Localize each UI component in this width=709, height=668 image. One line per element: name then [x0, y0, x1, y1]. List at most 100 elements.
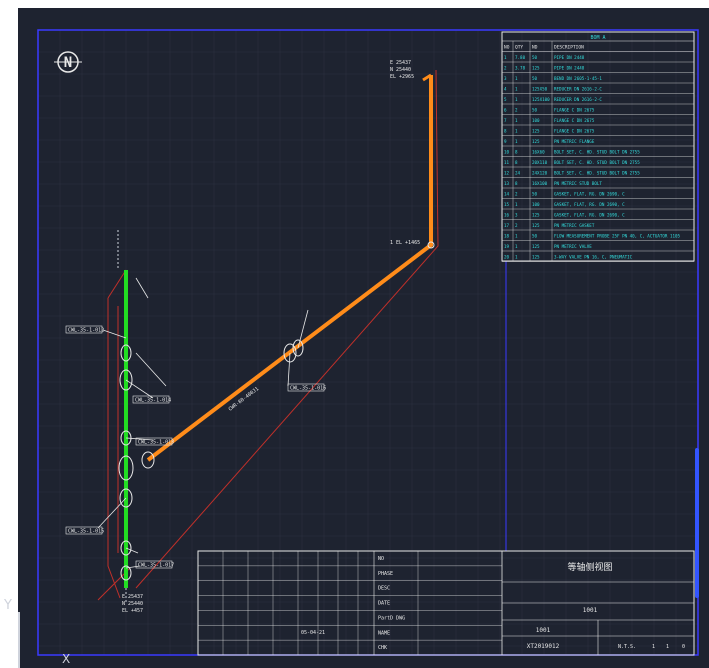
- bom-cell: 125: [532, 244, 540, 249]
- bom-cell: 50: [532, 76, 538, 81]
- bottom-note-line-2: N 25440: [122, 601, 143, 607]
- bom-cell: 125: [532, 129, 540, 134]
- bom-cell: 1: [515, 87, 518, 92]
- tag-4: CWL-35-1-015: [68, 529, 104, 535]
- bom-cell: FLANGE C DN 2675: [554, 118, 595, 123]
- bom-cell: REDUCER DN 2616-2-C: [554, 97, 602, 102]
- bom-cell: 50: [532, 55, 538, 60]
- drawing-number: 1001: [583, 607, 598, 614]
- title-block-label: CHK: [378, 645, 387, 651]
- bom-cell: 20X110: [532, 160, 548, 165]
- bom-cell: 50: [532, 234, 538, 239]
- bom-cell: 8: [515, 150, 518, 155]
- bom-cell: PN METRIC FLANGE: [554, 139, 595, 144]
- pipe-tags: CWL-35-1-012 CWL-35-1-014 CWL-35-1-013 C…: [65, 325, 326, 569]
- bom-cell: PN METRIC GASKET: [554, 223, 595, 228]
- bom-cell: 6: [504, 108, 507, 113]
- bom-cell: 10: [504, 150, 510, 155]
- bom-cell: 8: [515, 160, 518, 165]
- top-note-line-1: E 25437: [390, 60, 411, 66]
- bom-cell: 14: [504, 192, 510, 197]
- bom-cell: 1: [504, 55, 507, 60]
- bom-cell: 7: [504, 118, 507, 123]
- bom-column-lines: [512, 41, 553, 262]
- revision-value: 0: [682, 644, 685, 650]
- leader-lines: [97, 277, 309, 569]
- sheet-number: 1001: [536, 627, 551, 634]
- bom-header-cell: NO: [504, 45, 510, 51]
- pipe-vertical: [117, 230, 128, 602]
- bom-cell: 24: [515, 171, 521, 176]
- bom-cell: 1: [515, 244, 518, 249]
- bom-cell: PIPE DN 2448: [554, 55, 585, 60]
- bom-cell: FLANGE C DN 2675: [554, 129, 595, 134]
- bom-cell: 100: [532, 118, 540, 123]
- bom-cell: 13: [504, 181, 510, 186]
- bom-cell: 125: [532, 213, 540, 218]
- title-block-label: DESC: [378, 586, 390, 592]
- elbow-note: 1 EL +1465: [390, 240, 420, 246]
- page-value: 1: [652, 644, 655, 650]
- dimension-lines: [97, 69, 439, 601]
- bom-cell: 9: [504, 139, 507, 144]
- bom-cell: BOLT SET, C. HD. STUD BOLT DN 2755: [554, 171, 640, 176]
- project-number: XT2019012: [527, 643, 560, 650]
- bom-cell: 125X50: [532, 87, 548, 92]
- title-block-grid: [198, 551, 502, 655]
- bom-cell: 1: [515, 234, 518, 239]
- pipe-main: [146, 73, 433, 462]
- bom-cell: 16X100: [532, 181, 548, 186]
- bom-cell: 3.78: [515, 66, 526, 71]
- bom-cell: PIPE DN 2448: [554, 66, 585, 71]
- tag-1: CWL-35-1-012: [68, 328, 104, 334]
- bom-cell: 1: [515, 129, 518, 134]
- title-block-label: NO: [378, 556, 384, 562]
- bom-cell: 20: [504, 255, 510, 260]
- bom-cell: 100: [532, 202, 540, 207]
- bom-header-cell: QTY: [515, 45, 523, 51]
- page-of-value: 1: [666, 644, 669, 650]
- bom-cell: GASKET, FLAT, RG. DN 2690, C: [554, 213, 625, 218]
- bom-cell: 24X120: [532, 171, 548, 176]
- north-label: N: [64, 55, 72, 71]
- ucs-y-label: Y: [4, 598, 12, 613]
- bom-cell: 18: [504, 234, 510, 239]
- bom-cell: 125: [532, 223, 540, 228]
- bom-cell: BEND DN 2605-1-45-1: [554, 76, 602, 81]
- ucs-axis-icon: [18, 612, 20, 668]
- bom-cell: BOLT SET, C. HD. STUD BOLT DN 2755: [554, 160, 640, 165]
- bom-cell: 12: [504, 171, 510, 176]
- title-block-label: DATE: [378, 601, 390, 607]
- bom-cell: 2: [515, 108, 518, 113]
- drawing-viewport[interactable]: N: [18, 8, 709, 668]
- bom-cell: 2: [515, 192, 518, 197]
- bom-cell: BOLT SET, C. HD. STUD BOLT DN 2755: [554, 150, 640, 155]
- fittings: [118, 241, 435, 581]
- bom-cell: 125X100: [532, 97, 550, 102]
- bom-cell: FLOW MEASUREMENT PROBE 25F PN 40, C, ACT…: [554, 234, 681, 239]
- bom-cell: 8: [504, 129, 507, 134]
- bom-header-cell: DESCRIPTION: [554, 45, 584, 51]
- bom-cell: 3-WAY VALVE PN 16, C, PNEUMATIC: [554, 255, 633, 260]
- scale-value: N.T.S.: [618, 644, 636, 650]
- scrollbar-thumb[interactable]: [695, 448, 699, 598]
- cad-canvas[interactable]: N: [18, 8, 709, 668]
- bom-cell: REDUCER DN 2616-2-C: [554, 87, 602, 92]
- bom-cell: 1: [515, 97, 518, 102]
- tag-6: CWL-35-1-017: [138, 563, 174, 569]
- bom-cell: 8: [515, 181, 518, 186]
- bom-cell: 11: [504, 160, 510, 165]
- bom-cell: 1: [515, 118, 518, 123]
- bom-cell: 4: [504, 87, 507, 92]
- bom-cell: 125: [532, 255, 540, 260]
- bom-cell: 50: [532, 108, 538, 113]
- bom-cell: 7.80: [515, 55, 526, 60]
- bom-cell: 17: [504, 223, 510, 228]
- tag-5: CWL-35-1-016: [290, 386, 326, 392]
- bom-cell: 15: [504, 202, 510, 207]
- title-block-label: PHASE: [378, 571, 393, 577]
